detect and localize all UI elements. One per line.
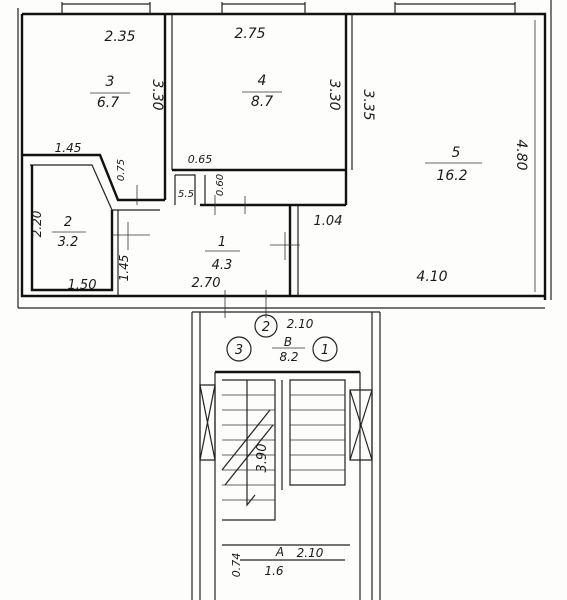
circle-1 — [312, 336, 338, 362]
dim-2-70: 2.70 — [192, 276, 221, 291]
dim-0-60: 0.60 — [215, 174, 226, 196]
room-1-number: 1 — [218, 235, 226, 250]
room-5-number: 5 — [452, 145, 461, 161]
dim-2-35: 2.35 — [104, 29, 135, 45]
room-4-area: 8.7 — [251, 94, 273, 110]
dim-0-74: 0.74 — [230, 553, 243, 578]
dim-5-5: 5.5 — [178, 189, 194, 200]
room-2-area: 3.2 — [58, 235, 79, 250]
room-1-area: 4.3 — [212, 258, 233, 273]
room-5-area: 16.2 — [436, 168, 467, 184]
circle-2-label: 2 — [262, 320, 270, 335]
dim-1-45-bottom: 1.45 — [117, 255, 131, 282]
dim-3-35: 3.35 — [360, 89, 376, 120]
room-3-area: 6.7 — [97, 95, 119, 111]
room-3: 3 6.7 — [90, 74, 130, 111]
circle-3 — [226, 336, 252, 362]
dim-4-10: 4.10 — [416, 269, 447, 285]
dim-3-90: 3.90 — [255, 444, 270, 473]
room-2-number: 2 — [64, 215, 72, 230]
room-2: 2 3.2 — [52, 215, 86, 250]
interior-walls — [22, 14, 353, 296]
stair-area-b: 8.2 — [279, 350, 298, 364]
stair-area-a: 1.6 — [264, 564, 283, 578]
outer-walls — [17, 0, 552, 309]
room-4-number: 4 — [258, 73, 267, 89]
staircase-outline — [191, 311, 381, 600]
staircase-labels: 2 2.10 3 B 8.2 1 3.90 0.74 A 2.10 1.6 — [226, 314, 338, 578]
room-1: 1 4.3 — [205, 235, 240, 273]
windows-top — [61, 2, 516, 14]
dim-2-20: 2.20 — [30, 210, 44, 237]
stair-label-a: A — [275, 545, 284, 559]
dim-1-04: 1.04 — [314, 214, 343, 229]
dim-3-30-mid: 3.30 — [326, 79, 342, 110]
dim-1-50: 1.50 — [68, 278, 97, 293]
dimension-labels: 2.35 2.75 3.30 3.30 3.35 4.80 1.45 0.75 … — [30, 26, 529, 293]
room-5: 5 16.2 — [425, 145, 482, 184]
circle-2 — [254, 314, 278, 338]
dim-3-30-left: 3.30 — [149, 79, 165, 110]
circle-3-label: 3 — [235, 343, 243, 358]
dim-0-75: 0.75 — [116, 159, 127, 181]
dim-1-45-top: 1.45 — [55, 141, 82, 155]
dim-2-10-bottom: 2.10 — [297, 546, 324, 560]
circle-1-label: 1 — [321, 343, 329, 358]
dim-2-10-top: 2.10 — [287, 317, 314, 331]
room-3-number: 3 — [106, 74, 115, 90]
room-4: 4 8.7 — [242, 73, 282, 110]
stair-label-b: B — [284, 335, 292, 349]
dim-0-65: 0.65 — [188, 153, 213, 166]
dim-2-75: 2.75 — [234, 26, 265, 42]
stair-flights — [221, 379, 350, 561]
dim-4-80: 4.80 — [513, 139, 529, 170]
door-marks — [112, 185, 300, 318]
